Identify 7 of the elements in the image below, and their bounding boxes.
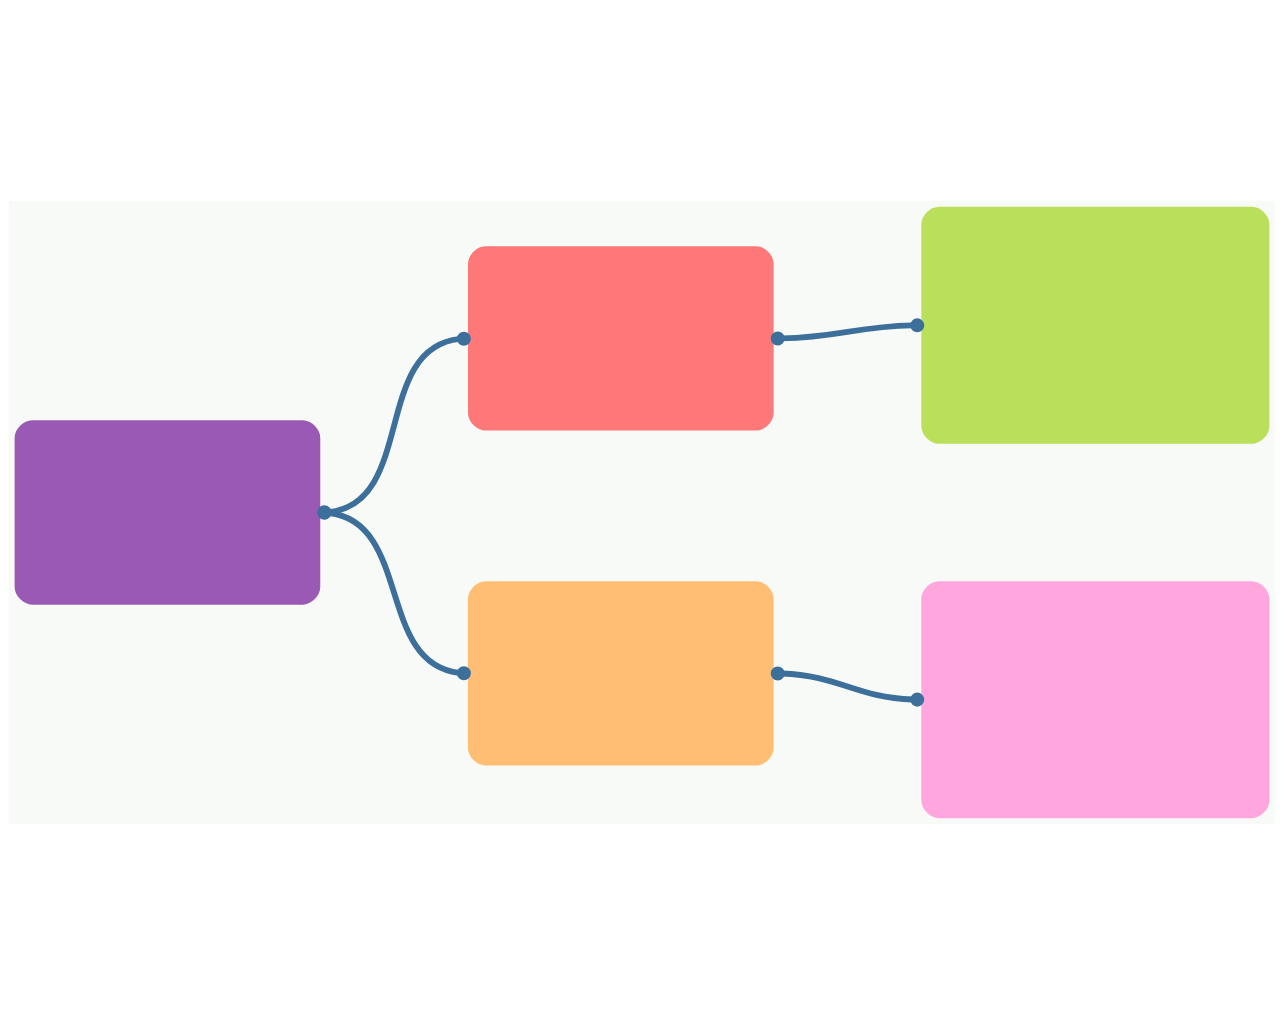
node-box <box>921 206 1270 444</box>
node-box <box>14 419 321 605</box>
node-box <box>467 580 774 765</box>
node-box <box>921 580 1270 818</box>
node-box <box>467 245 774 431</box>
connector <box>770 665 925 707</box>
connector <box>770 317 925 345</box>
